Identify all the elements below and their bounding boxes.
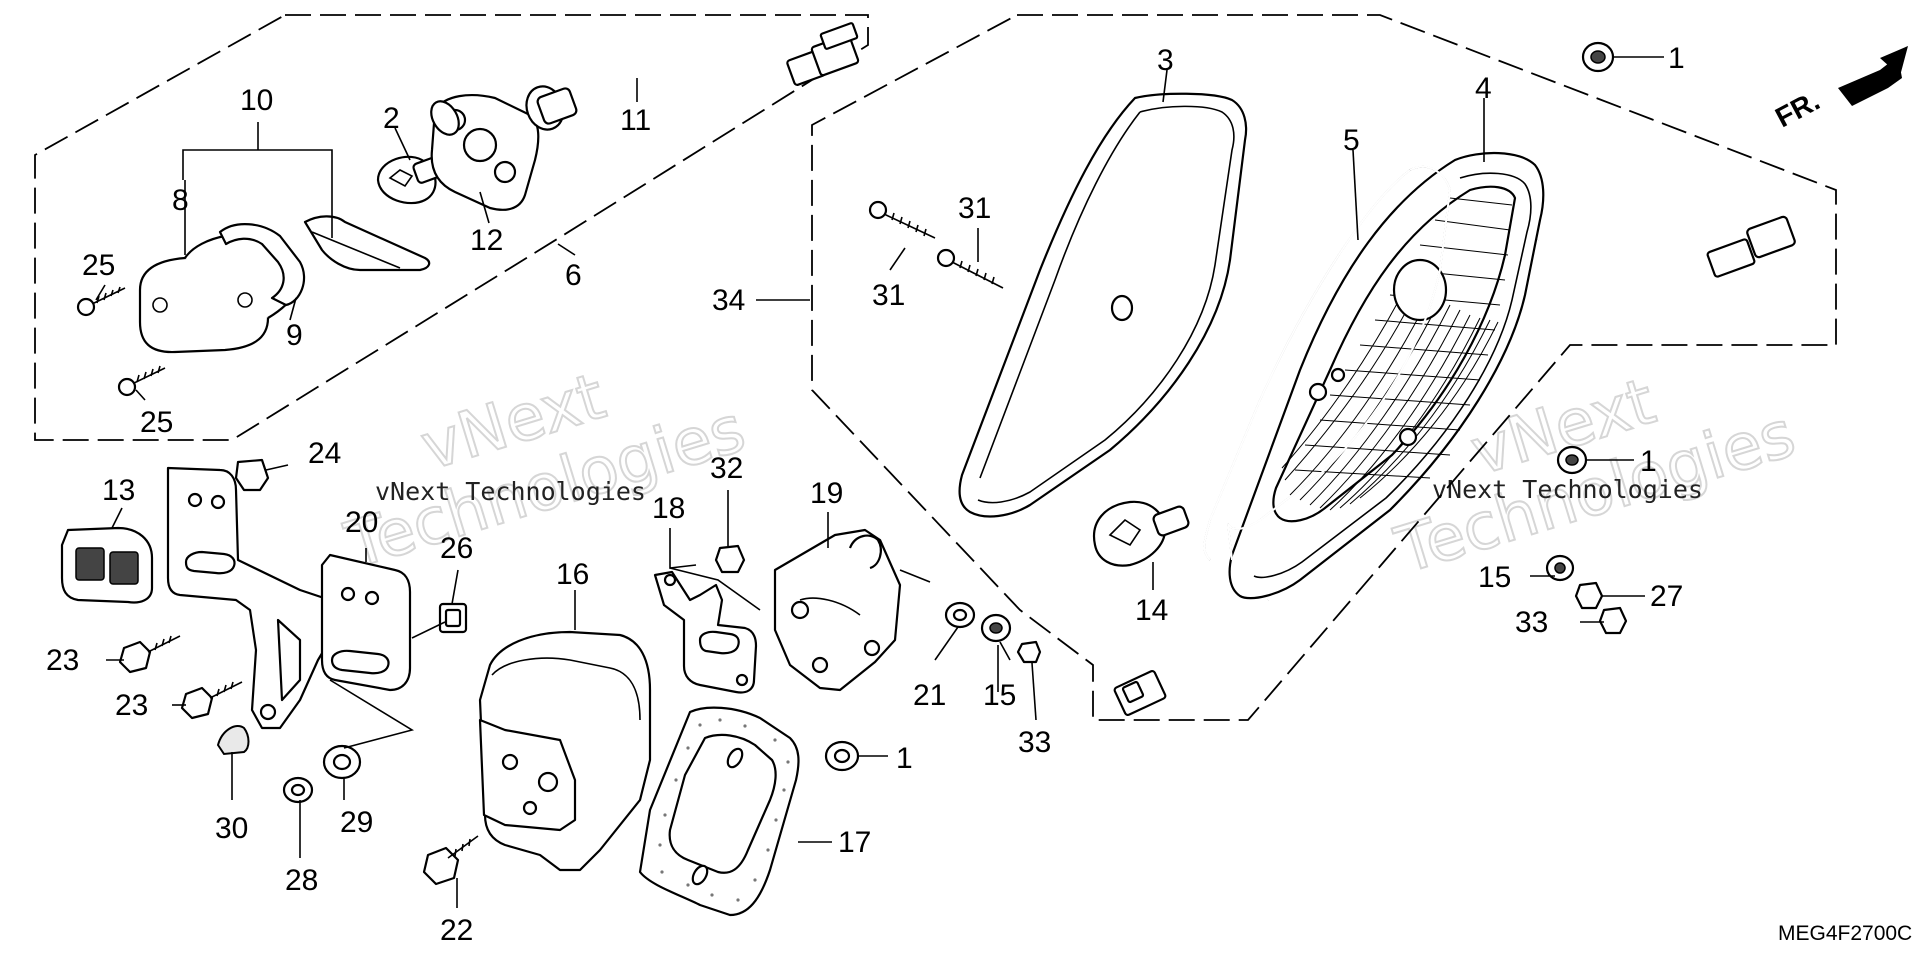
part-4-tail-housing [1228,152,1796,600]
callout-31-left: 31 [872,279,905,312]
part-9-gasket [218,223,306,307]
part-32-nut [714,544,746,574]
callout-33-lower: 33 [1018,726,1051,759]
callout-27: 27 [1650,580,1683,613]
part-13-reflector [60,526,154,604]
part-3-tail-lens [958,92,1248,518]
part-30-cap-nut [216,725,250,756]
callouts: 1 1 1 2 3 4 5 6 8 9 10 11 12 13 14 15 15… [46,42,1685,947]
callout-28: 28 [285,864,318,897]
callout-8: 8 [172,184,189,217]
leader-lines [95,56,1664,908]
callout-34: 34 [712,284,745,317]
tail-light-harness [1113,598,1270,717]
part-31-screw-upper [868,200,936,239]
callout-4: 4 [1475,72,1492,105]
callout-15-lower: 15 [983,679,1016,712]
watermark-logo-left: vNextTechnologies [316,324,753,584]
callout-32: 32 [710,452,743,485]
part-1-grommet-lower [824,740,860,772]
part-24-nut [234,458,270,492]
callout-25-lower: 25 [140,406,173,439]
part-1-grommet-top [1581,41,1615,73]
callout-3: 3 [1157,44,1174,77]
fr-label: FR. [1770,85,1824,134]
part-22-bolt [422,835,479,886]
callout-25-upper: 25 [82,249,115,282]
callout-1-top: 1 [1668,42,1685,75]
part-28-washer [282,776,314,804]
part-1-grommet-right [1556,445,1588,475]
callout-31-right: 31 [958,192,991,225]
part-2-bulb [376,155,444,205]
callout-23-upper: 23 [46,644,79,677]
fr-arrow-icon [1838,56,1902,106]
part-11-harness [525,22,860,131]
part-26-clip-nut [438,602,468,634]
group-outline-tail-light [811,14,1837,721]
watermark-caption-left: vNext Technologies [375,477,646,506]
callout-18: 18 [652,492,685,525]
group-outline-license-light [34,14,869,441]
callout-1-lower: 1 [896,742,913,775]
callout-33-right: 33 [1515,606,1548,639]
callout-22: 22 [440,914,473,947]
bracket-license-plate [166,466,332,730]
part-16-rear-fender-cover [478,630,652,872]
callout-23-lower: 23 [115,689,148,722]
front-direction-indicator: FR. [1770,46,1908,133]
callout-17: 17 [838,826,871,859]
watermark-left: vNextTechnologies vNext Technologies [316,324,755,585]
callout-26: 26 [440,532,473,565]
part-15-grommet-right [1545,554,1575,582]
callout-2: 2 [383,102,400,135]
part-25-screw-upper [76,286,126,317]
part-25-screw-lower [117,365,166,397]
part-17-gasket [638,706,800,917]
callout-29: 29 [340,806,373,839]
part-12-socket-base [430,94,540,211]
part-19-bracket [773,528,931,692]
part-27-collar [1574,581,1604,610]
part-18-bracket [653,570,758,694]
part-33-nut-lower [1016,640,1042,664]
callout-5: 5 [1343,124,1360,157]
callout-13: 13 [102,474,135,507]
part-23-bolt-upper [118,635,181,674]
callout-10: 10 [240,84,273,117]
callout-20: 20 [345,506,378,539]
part-14-tail-bulb [1092,500,1190,567]
callout-14: 14 [1135,594,1168,627]
part-10-reflector-strip [303,215,431,272]
callout-15-right: 15 [1478,561,1511,594]
part-33-nut-right [1598,606,1628,635]
part-20-mount-plate [320,553,412,692]
drawing-code: MEG4F2700C [1778,922,1912,945]
watermark-caption-right: vNext Technologies [1432,475,1703,504]
part-23-bolt-lower [180,681,243,720]
callout-19: 19 [810,477,843,510]
part-21-washer [944,601,976,629]
part-15-grommet-lower [980,613,1012,643]
part-5-lens-seal [1203,165,1452,561]
callout-9: 9 [286,319,303,352]
part-29-grommet [322,744,362,780]
callout-11: 11 [620,104,651,137]
callout-24: 24 [308,437,341,470]
callout-30: 30 [215,812,248,845]
part-31-screw-lower [936,248,1004,289]
callout-6: 6 [565,259,582,292]
callout-12: 12 [470,224,503,257]
callout-21: 21 [913,679,946,712]
callout-1-right: 1 [1640,445,1657,478]
callout-16: 16 [556,558,589,591]
